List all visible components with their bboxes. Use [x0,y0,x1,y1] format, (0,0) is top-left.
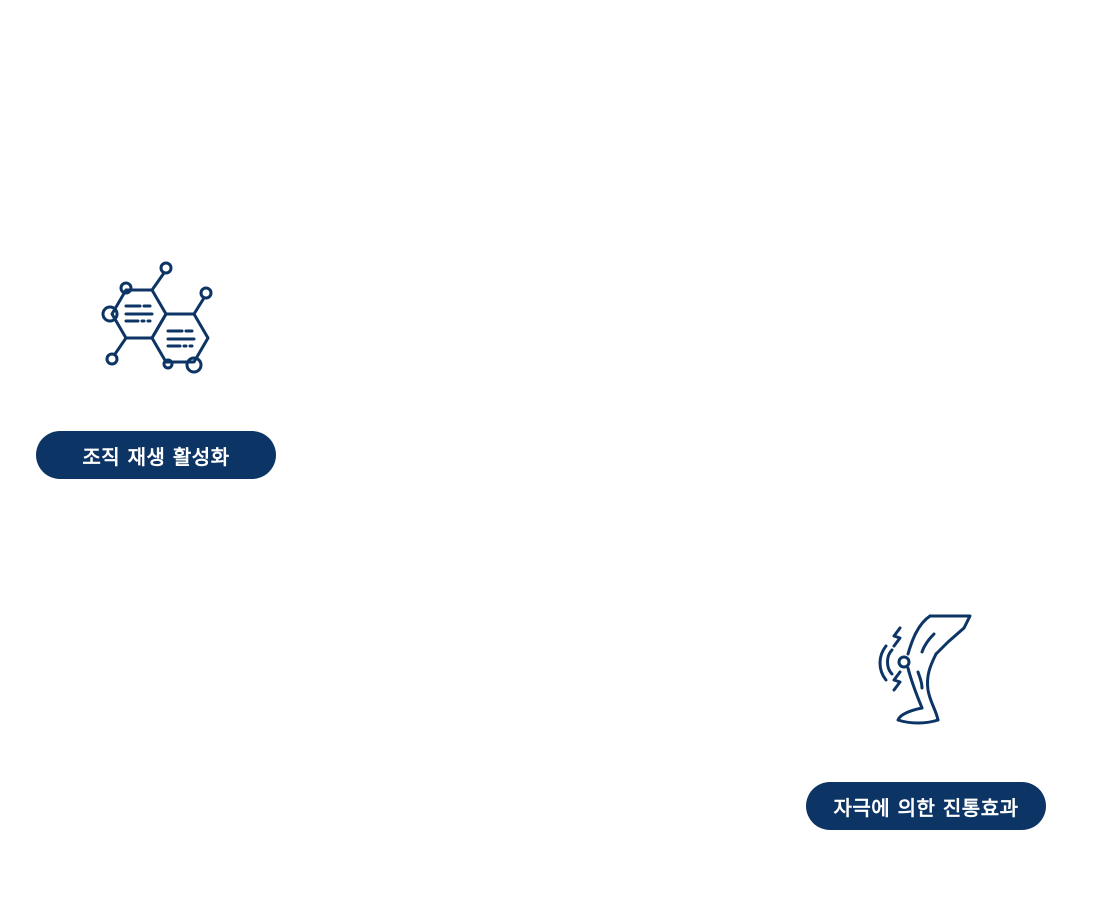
tissue-regeneration-label: 조직 재생 활성화 [36,431,276,479]
pain-relief-label: 자극에 의한 진통효과 [806,782,1046,830]
molecule-hexagon-icon [98,260,216,376]
leg-pain-icon [878,610,976,728]
